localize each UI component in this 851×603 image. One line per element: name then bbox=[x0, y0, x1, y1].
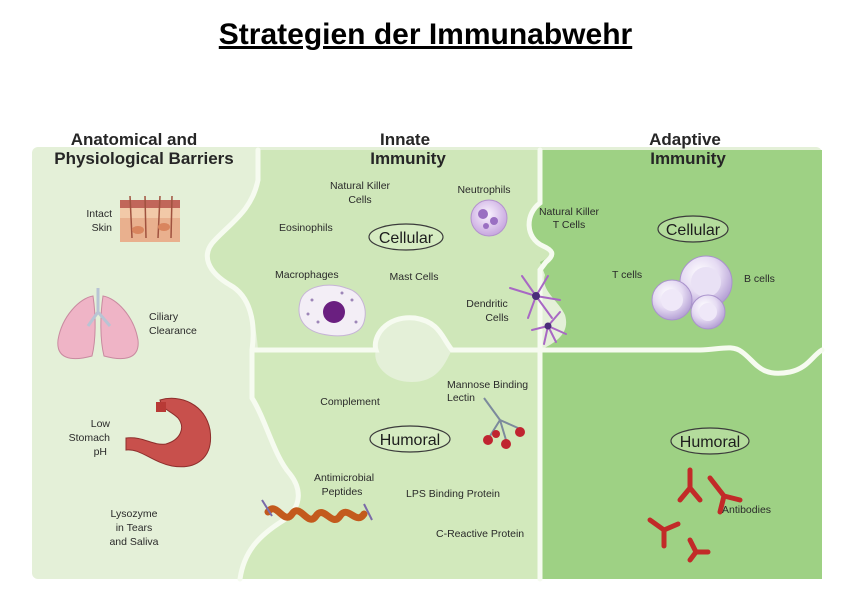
adaptive-humoral-oval: Humoral bbox=[670, 427, 750, 455]
nkt-cells-label-line2: T Cells bbox=[553, 219, 585, 231]
c-reactive-protein-label: C-Reactive Protein bbox=[436, 528, 524, 540]
barrier-cilia-label-line2: Clearance bbox=[149, 325, 197, 337]
stomach-icon bbox=[125, 397, 212, 468]
nk-cells-label-line2: Cells bbox=[348, 194, 371, 206]
lps-binding-protein-label: LPS Binding Protein bbox=[406, 488, 500, 500]
nkt-cells-label-line1: Natural Killer bbox=[539, 206, 600, 218]
neutrophils-label: Neutrophils bbox=[457, 184, 510, 196]
barriers-heading-line2: Physiological Barriers bbox=[54, 149, 234, 168]
antibody-icon bbox=[647, 467, 743, 563]
lymphocytes-icon bbox=[651, 255, 733, 330]
innate-cellular-label: Cellular bbox=[379, 230, 434, 247]
barrier-skin-label-line2: Skin bbox=[92, 222, 113, 234]
barrier-lysozyme-label-line1: Lysozyme bbox=[111, 508, 158, 520]
adaptive-cellular-label: Cellular bbox=[666, 222, 721, 239]
barrier-stomach-label-line3: pH bbox=[94, 446, 107, 458]
innate-panel bbox=[207, 150, 552, 350]
adaptive-panel bbox=[529, 150, 822, 579]
amp-label-line2: Peptides bbox=[322, 486, 363, 498]
barrier-stomach-label-line1: Low bbox=[91, 418, 111, 430]
barrier-stomach-label-line2: Stomach bbox=[69, 432, 111, 444]
innate-humoral-label: Humoral bbox=[380, 432, 440, 449]
innate-heading-line1: Innate bbox=[380, 130, 430, 149]
macrophages-label: Macrophages bbox=[275, 269, 339, 281]
macrophage-icon bbox=[298, 284, 366, 337]
barrier-lysozyme-label-line2: in Tears bbox=[116, 522, 153, 534]
innate-heading-line2: Immunity bbox=[370, 149, 446, 168]
barrier-skin-label-line1: Intact bbox=[86, 208, 112, 220]
eosinophils-label: Eosinophils bbox=[279, 222, 333, 234]
neutrophil-icon bbox=[470, 199, 508, 237]
adaptive-humoral-label: Humoral bbox=[680, 434, 740, 451]
innate-humoral-oval: Humoral bbox=[369, 425, 451, 453]
lungs-icon bbox=[57, 288, 139, 360]
barrier-lysozyme-label-line3: and Saliva bbox=[109, 536, 158, 548]
dendritic-cell-icon bbox=[509, 275, 567, 345]
dendritic-cells-label-line1: Dendritic bbox=[466, 298, 507, 310]
skin-icon bbox=[120, 195, 180, 242]
mannose-binding-lectin-icon bbox=[483, 397, 525, 449]
mast-cells-label: Mast Cells bbox=[389, 271, 438, 283]
innate-cellular-oval: Cellular bbox=[368, 223, 444, 251]
complement-label: Complement bbox=[320, 396, 380, 408]
adaptive-cellular-oval: Cellular bbox=[657, 215, 729, 243]
dendritic-cells-label-line2: Cells bbox=[485, 312, 508, 324]
puzzle-background bbox=[32, 147, 825, 582]
antibodies-label: Antibodies bbox=[722, 504, 771, 516]
b-cells-label: B cells bbox=[744, 273, 775, 285]
antimicrobial-peptide-icon bbox=[261, 499, 373, 523]
adaptive-heading-line1: Adaptive bbox=[649, 130, 721, 149]
barrier-cilia-label-line1: Ciliary bbox=[149, 311, 179, 323]
mbl-label-line1: Mannose Binding bbox=[447, 379, 528, 391]
amp-label-line1: Antimicrobial bbox=[314, 472, 374, 484]
adaptive-heading-line2: Immunity bbox=[650, 149, 726, 168]
nk-cells-label-line1: Natural Killer bbox=[330, 180, 391, 192]
page-title: Strategien der Immunabwehr bbox=[218, 18, 633, 51]
barriers-heading-line1: Anatomical and bbox=[71, 130, 198, 149]
t-cells-label: T cells bbox=[612, 269, 642, 281]
mbl-label-line2: Lectin bbox=[447, 392, 475, 404]
